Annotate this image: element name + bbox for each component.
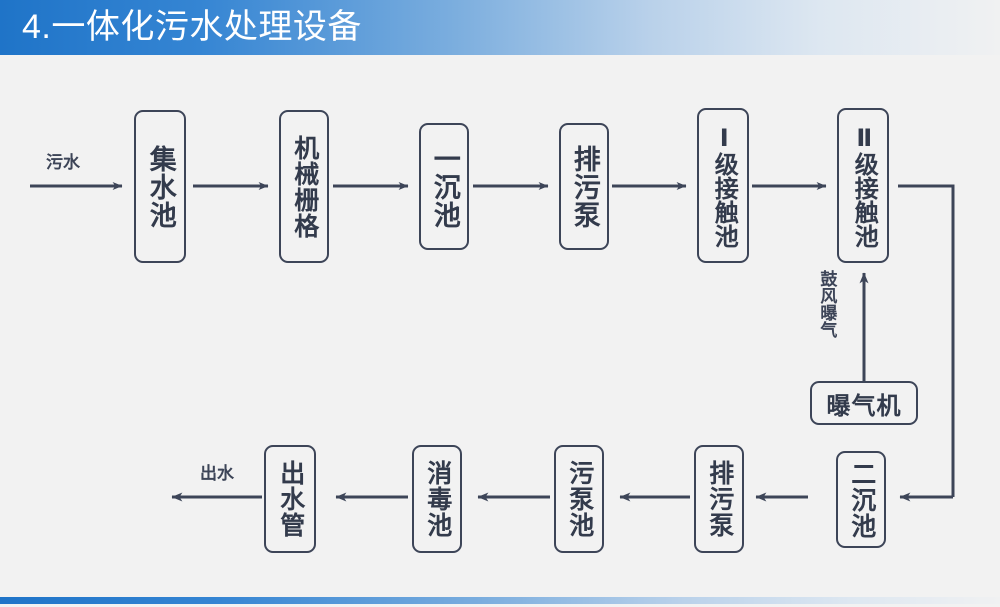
- inlet-label: 污水: [46, 153, 80, 172]
- node-contact-tank-level-1[interactable]: Ⅰ级接触池: [697, 108, 749, 263]
- flow-connectors: [30, 182, 955, 502]
- node-collection-tank[interactable]: 集水池: [134, 110, 186, 263]
- node-aerator[interactable]: 曝气机: [810, 381, 918, 425]
- outlet-label: 出水: [200, 464, 234, 483]
- slide-footer-bar: [0, 597, 1000, 604]
- edge-n6-to-n8-path: [898, 184, 955, 497]
- node-primary-sedimentation-tank[interactable]: 一沉池: [419, 123, 469, 250]
- node-label: 排污泵: [705, 460, 734, 538]
- node-label: 消毒池: [423, 460, 452, 538]
- node-sludge-pump-tank[interactable]: 污泵池: [554, 445, 604, 553]
- node-label: 出水管: [276, 460, 305, 538]
- aeration-label: 鼓风曝气: [817, 270, 837, 338]
- node-label: 机械栅格: [290, 134, 319, 239]
- node-sewage-pump-bottom[interactable]: 排污泵: [694, 445, 744, 553]
- node-label: Ⅱ级接触池: [850, 123, 878, 248]
- node-label: 污泵池: [565, 460, 594, 538]
- node-disinfection-tank[interactable]: 消毒池: [412, 445, 462, 553]
- node-contact-tank-level-2[interactable]: Ⅱ级接触池: [837, 108, 889, 263]
- node-label: 二沉池: [847, 460, 876, 539]
- node-secondary-sedimentation-tank[interactable]: 二沉池: [836, 451, 886, 548]
- page-title: 4.一体化污水处理设备: [22, 8, 362, 46]
- node-label: 集水池: [145, 144, 176, 229]
- node-mechanical-grille[interactable]: 机械栅格: [279, 110, 329, 263]
- slide-header-bar: 4.一体化污水处理设备: [0, 0, 1000, 55]
- node-sewage-pump-top[interactable]: 排污泵: [559, 123, 609, 250]
- node-label: 一沉池: [429, 144, 460, 229]
- node-outlet-pipe[interactable]: 出水管: [264, 445, 316, 553]
- node-label: 排污泵: [569, 144, 600, 229]
- node-label: 曝气机: [826, 392, 902, 420]
- process-flow-diagram: 污水 出水 鼓风曝气 集水池 机械栅格 一沉池 排污泵 Ⅰ级接触池 Ⅱ级接触池 …: [0, 55, 1000, 597]
- node-label: Ⅰ级接触池: [710, 123, 738, 248]
